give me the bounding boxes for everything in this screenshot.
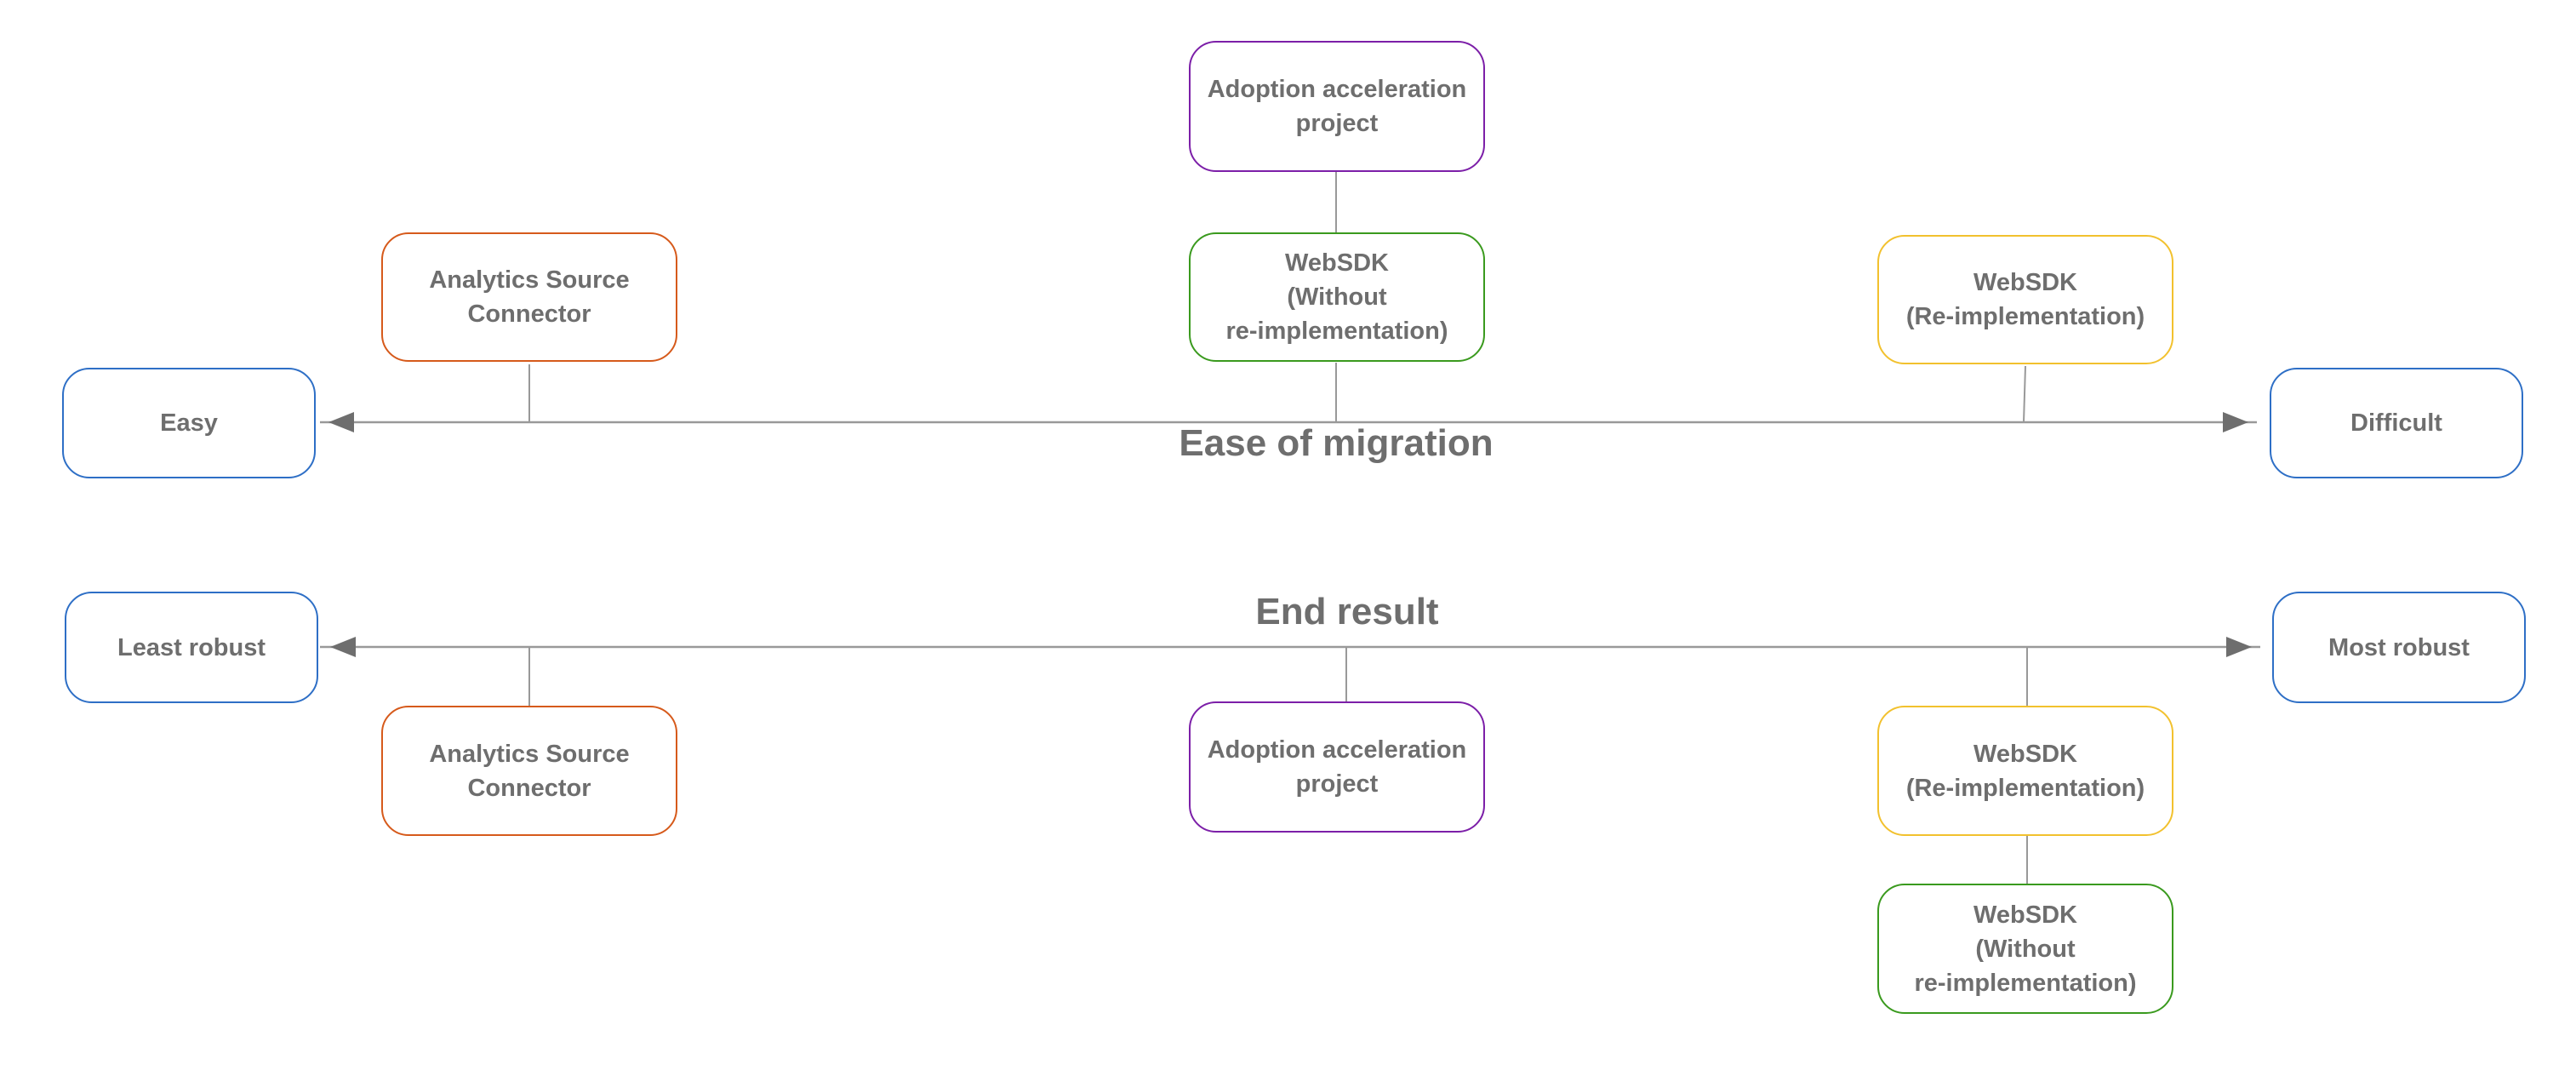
result-websdk-without-node: WebSDK (Without re-implementation) bbox=[1877, 884, 2173, 1014]
result-adoption-acceleration-node: Adoption acceleration project bbox=[1189, 701, 1485, 833]
ease-difficult-endpoint: Difficult bbox=[2270, 368, 2523, 478]
ease-websdk-without-node: WebSDK (Without re-implementation) bbox=[1189, 232, 1485, 362]
result-axis-right-arrowhead bbox=[2226, 637, 2252, 657]
result-axis-left-arrowhead bbox=[330, 637, 356, 657]
result-least-robust-endpoint: Least robust bbox=[65, 592, 318, 703]
ease-axis-right-arrowhead bbox=[2223, 412, 2248, 432]
result-axis-title: End result bbox=[1255, 591, 1439, 632]
ease-axis-left-arrowhead bbox=[328, 412, 354, 432]
ease-adoption-acceleration-node: Adoption acceleration project bbox=[1189, 41, 1485, 172]
ease-axis-title: Ease of migration bbox=[1179, 422, 1494, 464]
ease-websdk-reimplementation-node: WebSDK (Re-implementation) bbox=[1877, 235, 2173, 364]
ease-easy-endpoint: Easy bbox=[62, 368, 316, 478]
result-websdk-reimplementation-node: WebSDK (Re-implementation) bbox=[1877, 706, 2173, 836]
result-most-robust-endpoint: Most robust bbox=[2272, 592, 2526, 703]
ease-analytics-source-connector-node: Analytics Source Connector bbox=[381, 232, 677, 362]
result-analytics-source-connector-node: Analytics Source Connector bbox=[381, 706, 677, 836]
ease-tick-websdk-reimpl bbox=[2023, 365, 2026, 423]
